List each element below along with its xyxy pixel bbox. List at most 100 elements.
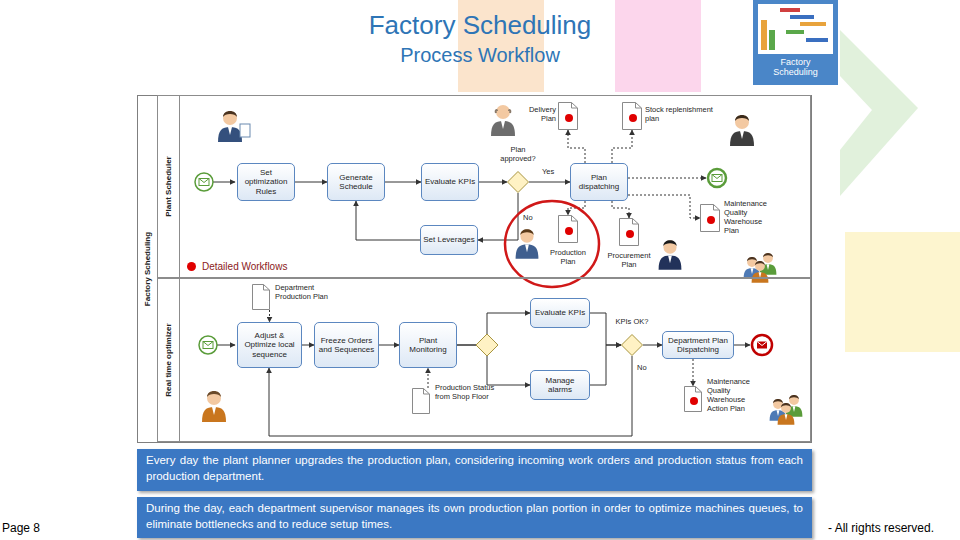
gateway-diamond [476, 334, 498, 356]
node-text: Procurement Plan [601, 252, 657, 270]
task-box: Freeze Orders and Sequences [314, 322, 379, 368]
decor-block [845, 232, 960, 352]
text-holder: Procurement Plan [601, 252, 657, 270]
task-box: Adjust & Optimize local sequence [237, 322, 302, 368]
person-hair [496, 110, 511, 113]
person-hair [763, 253, 773, 257]
app-icon-gantt [780, 8, 800, 12]
task-box: Manage alarms [530, 370, 590, 400]
swimlane: Set optimization RulesGenerate ScheduleE… [157, 95, 811, 278]
highlight-ellipse [505, 201, 599, 287]
person-body [218, 127, 242, 142]
text-holder: Delivery Plan [518, 106, 556, 124]
sequence-flow [529, 182, 570, 183]
document-symbol: Maintenance Quality Warehouse Plan [700, 200, 776, 244]
envelope [712, 175, 722, 182]
text-holder: Maintenance Quality Warehouse Plan [724, 200, 776, 235]
app-icon-gantt [786, 30, 804, 34]
task-box: Set Leverages [420, 225, 478, 255]
document-shape [619, 218, 639, 246]
event-circle [752, 335, 772, 355]
association-line [612, 130, 632, 163]
swimlane: Department Production PlanAdjust & Optim… [157, 278, 811, 442]
node-text: Factory Scheduling [138, 96, 158, 442]
document-fold [572, 216, 578, 222]
lane-band: Real time optimizer [158, 279, 180, 441]
node-text: Every day the plant planner upgrades the… [146, 453, 803, 484]
document-symbol: Stock replenishment plan [622, 100, 728, 132]
sheet-icon [240, 124, 250, 137]
node-text: Department Plan Dispatching [665, 336, 731, 354]
page-number: Page 8 [2, 521, 62, 535]
document-fold [696, 387, 702, 393]
task-box: Department Plan Dispatching [662, 331, 734, 359]
person-icon [491, 105, 515, 136]
lane-band: Plant Scheduler [158, 96, 180, 277]
association-line [269, 310, 270, 322]
decision-diamond: KPIs OK? [610, 316, 654, 356]
sequence-flow [457, 345, 530, 385]
person-body [778, 414, 795, 425]
task-box: Evaluate KPIs [530, 298, 590, 328]
person-head [207, 391, 221, 405]
subtitle: Process Workflow [280, 44, 680, 67]
node-text: Production Plan [545, 249, 591, 267]
person-shirt [767, 264, 770, 270]
person-head [763, 253, 773, 263]
task-box: Plan dispatching [570, 163, 628, 201]
association-line [693, 359, 694, 386]
sequence-flow [269, 356, 632, 436]
association-line [628, 195, 700, 218]
task-box: Set optimization Rules [237, 163, 295, 201]
node-text: Adjust & Optimize local sequence [240, 331, 299, 359]
person-shirt [501, 121, 505, 129]
app-icon-gantt [806, 38, 828, 42]
app-icon-gantt [800, 22, 826, 26]
event-circle [199, 336, 217, 354]
node-text: Plan approved? [494, 146, 542, 164]
person-hair [789, 395, 799, 399]
sequence-flow [379, 345, 399, 346]
task-box: Plant Monitoring [399, 322, 457, 368]
person-hair [735, 115, 749, 121]
node-text: KPIs OK? [610, 318, 654, 327]
person-head [223, 111, 237, 125]
sequence-flow [643, 345, 662, 346]
person-icon [730, 115, 754, 146]
sequence-flow [385, 182, 421, 183]
diamond-outline [508, 172, 529, 193]
document-fold [633, 219, 639, 225]
document-shape [412, 388, 430, 414]
document-outline [253, 285, 270, 310]
document-symbol: Production Plan [545, 215, 591, 273]
legend-item: Detailed Workflows [187, 261, 287, 272]
envelope [757, 342, 767, 349]
decor-chevron [840, 30, 918, 196]
node-text: Set optimization Rules [240, 168, 292, 196]
envelope-flap [712, 175, 722, 179]
document-outline [685, 387, 702, 412]
start-event [195, 173, 213, 191]
sequence-flow [302, 345, 314, 346]
document-shape [700, 204, 720, 232]
node-text: Plan dispatching [573, 173, 625, 191]
node-text: Generate Schedule [330, 173, 382, 191]
people-icons [202, 105, 802, 425]
task-box: Generate Schedule [327, 163, 385, 201]
person-icon [202, 391, 226, 422]
person-shirt [212, 407, 216, 415]
document-shape [622, 102, 642, 130]
diamond-shape [507, 171, 529, 193]
node-text: Production Status from Shop Floor [435, 384, 504, 402]
node-text: Delivery Plan [518, 106, 556, 124]
workflow-dot [626, 230, 634, 238]
event-circle [195, 173, 213, 191]
sequence-flow [356, 201, 420, 240]
document-outline [620, 219, 639, 246]
node-text: Stock replenishment plan [645, 106, 728, 124]
person-body [730, 131, 754, 146]
node-text: Set Leverages [423, 235, 475, 244]
person-shirt [228, 127, 232, 135]
document-outline [701, 205, 720, 232]
person-head [781, 403, 791, 413]
